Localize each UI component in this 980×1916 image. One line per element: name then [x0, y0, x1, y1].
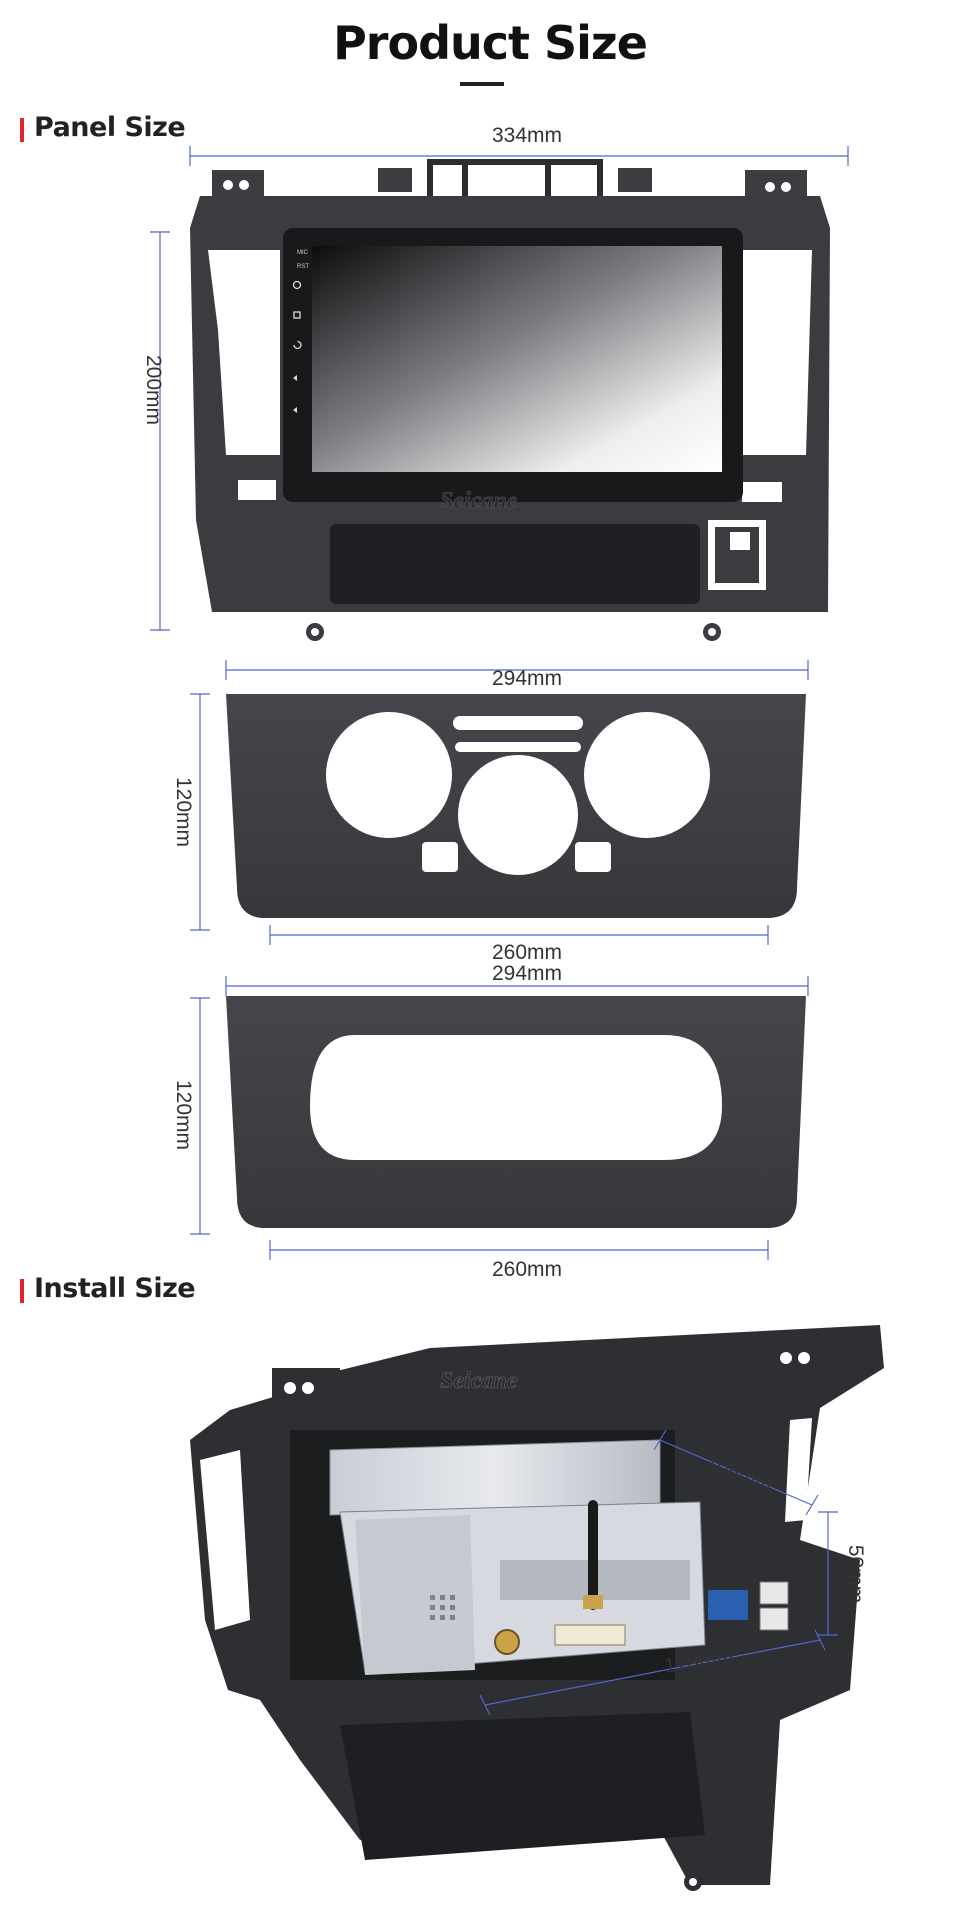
dimension-294-line-2 [225, 976, 809, 996]
dimension-108-line [653, 1429, 819, 1516]
panel-size-heading: Panel Size [34, 112, 186, 143]
install-assembly [190, 1325, 884, 1891]
dimension-200-line [150, 231, 170, 631]
install-size-heading: Install Size [34, 1273, 196, 1304]
ac-panel-oval [226, 996, 806, 1228]
watermark: Seicane [440, 488, 518, 514]
plate2-bottom-width-label: 260mm [492, 1258, 563, 1281]
plate2-top-width-label: 294mm [492, 962, 563, 985]
dimension-260-line-1 [269, 925, 769, 945]
install-watermark: Seicane [440, 1368, 518, 1394]
section-marker [20, 118, 24, 142]
plate2-height-label: 120mm [172, 1079, 196, 1151]
plate1-height-label: 120mm [172, 776, 196, 848]
rst-label: RST [297, 264, 309, 270]
dimension-260-line-2 [269, 1240, 769, 1260]
ac-panel-knobs [226, 694, 806, 918]
dimension-120-line-2 [190, 997, 210, 1235]
panel-width-label: 334mm [492, 124, 563, 147]
plate1-top-width-label: 294mm [492, 667, 563, 690]
panel-height-label: 200mm [142, 354, 166, 426]
title-underline [460, 82, 504, 86]
dimension-334-line [189, 146, 849, 166]
display-screen [312, 246, 722, 472]
dimension-50-line [818, 1511, 838, 1636]
main-bezel-panel [190, 159, 830, 641]
dimension-178-line [479, 1629, 826, 1716]
dimension-120-line-1 [190, 693, 210, 931]
install-height-label: 50mm [844, 1544, 868, 1604]
dimension-294-line-1 [225, 660, 809, 680]
plate1-bottom-width-label: 260mm [492, 941, 563, 964]
page-title: Product Size [333, 16, 648, 70]
mic-label: MIC [297, 250, 309, 256]
section-marker [20, 1279, 24, 1303]
